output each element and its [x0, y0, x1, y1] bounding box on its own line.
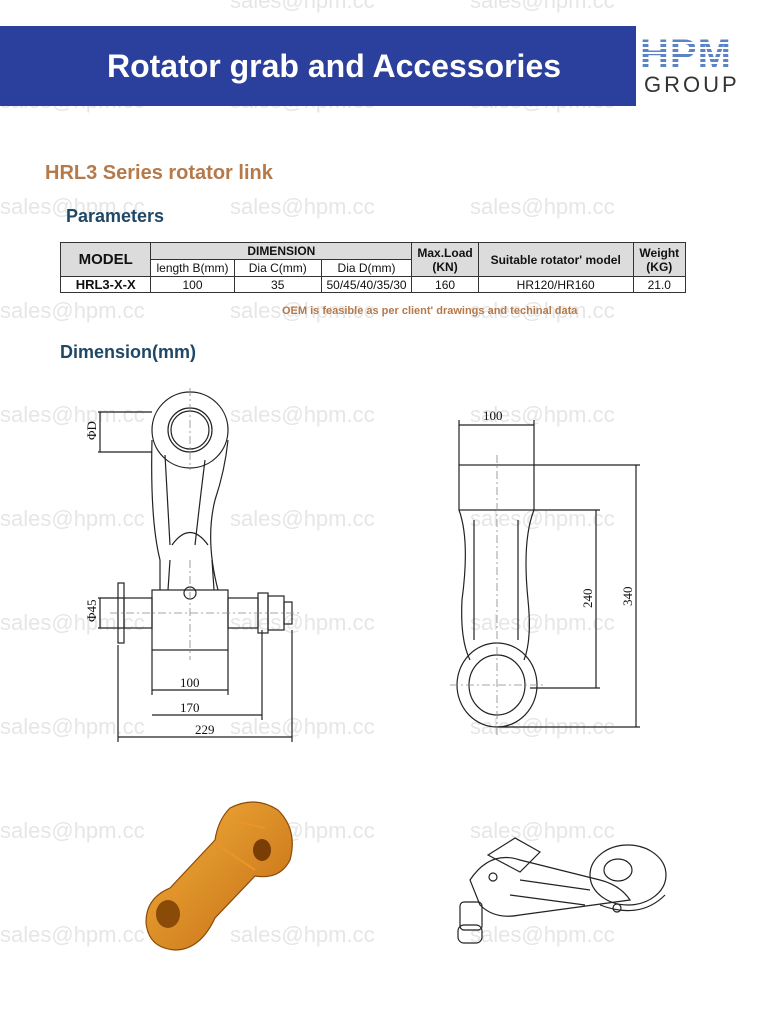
dia-45-label: Φ45: [84, 599, 99, 622]
watermark: sales@hpm.cc: [230, 506, 375, 531]
length-170-label: 170: [180, 700, 200, 715]
watermark: sales@hpm.cc: [230, 402, 375, 427]
dimension-header: DIMENSION: [150, 242, 413, 260]
length-b-header: length B(mm): [150, 259, 235, 277]
watermark: sales@hpm.cc: [470, 0, 615, 13]
watermark: sales@hpm.cc: [470, 922, 615, 947]
length-229-label: 229: [195, 722, 215, 737]
logo-wordmark: HPM: [640, 34, 760, 74]
rotator-link-render: [145, 801, 293, 951]
watermark: sales@hpm.cc: [0, 194, 145, 219]
watermark: sales@hpm.cc: [470, 298, 615, 323]
max-load-cell: 160: [411, 276, 479, 293]
logo-subtitle: GROUP: [644, 72, 740, 97]
dia-c-cell: 35: [233, 276, 322, 293]
parameters-heading: Parameters: [66, 206, 165, 226]
height-240-label: 240: [580, 589, 595, 609]
header-bar: [0, 26, 636, 106]
watermark: sales@hpm.cc: [470, 818, 615, 843]
max-load-header: Max.Load (KN): [411, 242, 479, 277]
length-100-label: 100: [180, 675, 200, 690]
watermark: sales@hpm.cc: [470, 194, 615, 219]
model-header: MODEL: [59, 242, 152, 277]
watermark: sales@hpm.cc: [230, 714, 375, 739]
dia-d-cell: 50/45/40/35/30: [320, 276, 413, 293]
dia-d-label: ΦD: [84, 421, 99, 440]
watermark: sales@hpm.cc: [470, 402, 615, 427]
watermark: sales@hpm.cc: [230, 298, 375, 323]
top-100-label: 100: [483, 408, 503, 423]
dia-d-header: Dia D(mm): [320, 259, 413, 277]
watermark: sales@hpm.cc: [0, 714, 145, 739]
front-view-drawing: ΦD Φ45 100 170 229: [84, 388, 300, 742]
watermark: sales@hpm.cc: [0, 610, 145, 635]
parameters-table: MODEL DIMENSION Max.Load (KN) Suitable r…: [59, 242, 687, 293]
side-view-drawing: 100 240 340: [450, 408, 640, 735]
watermark: sales@hpm.cc: [230, 194, 375, 219]
weight-cell: 21.0: [632, 276, 687, 293]
dia-c-header: Dia C(mm): [233, 259, 322, 277]
height-340-label: 340: [620, 587, 635, 607]
watermark: sales@hpm.cc: [0, 818, 145, 843]
rotator-cell: HR120/HR160: [477, 276, 634, 293]
dimension-heading: Dimension(mm): [60, 342, 197, 362]
watermark: sales@hpm.cc: [470, 610, 615, 635]
rotator-header: Suitable rotator' model: [477, 242, 634, 277]
watermark: sales@hpm.cc: [0, 922, 145, 947]
watermark: sales@hpm.cc: [0, 402, 145, 427]
company-logo: HPM GROUP: [640, 34, 760, 104]
assembly-line-render: [457, 837, 667, 944]
model-cell: HRL3-X-X: [59, 276, 152, 293]
watermark: sales@hpm.cc: [230, 922, 375, 947]
watermark: sales@hpm.cc: [0, 298, 145, 323]
watermark: sales@hpm.cc: [0, 506, 145, 531]
length-b-cell: 100: [150, 276, 235, 293]
weight-header: Weight (KG): [632, 242, 687, 277]
oem-note: OEM is feasible as per client' drawings …: [282, 305, 578, 317]
watermark: sales@hpm.cc: [230, 0, 375, 13]
watermark: sales@hpm.cc: [230, 610, 375, 635]
page-title: Rotator grab and Accessories: [106, 48, 562, 84]
section-title: HRL3 Series rotator link: [45, 162, 273, 184]
table-row: HRL3-X-X 100 35 50/45/40/35/30 160 HR120…: [59, 276, 687, 293]
